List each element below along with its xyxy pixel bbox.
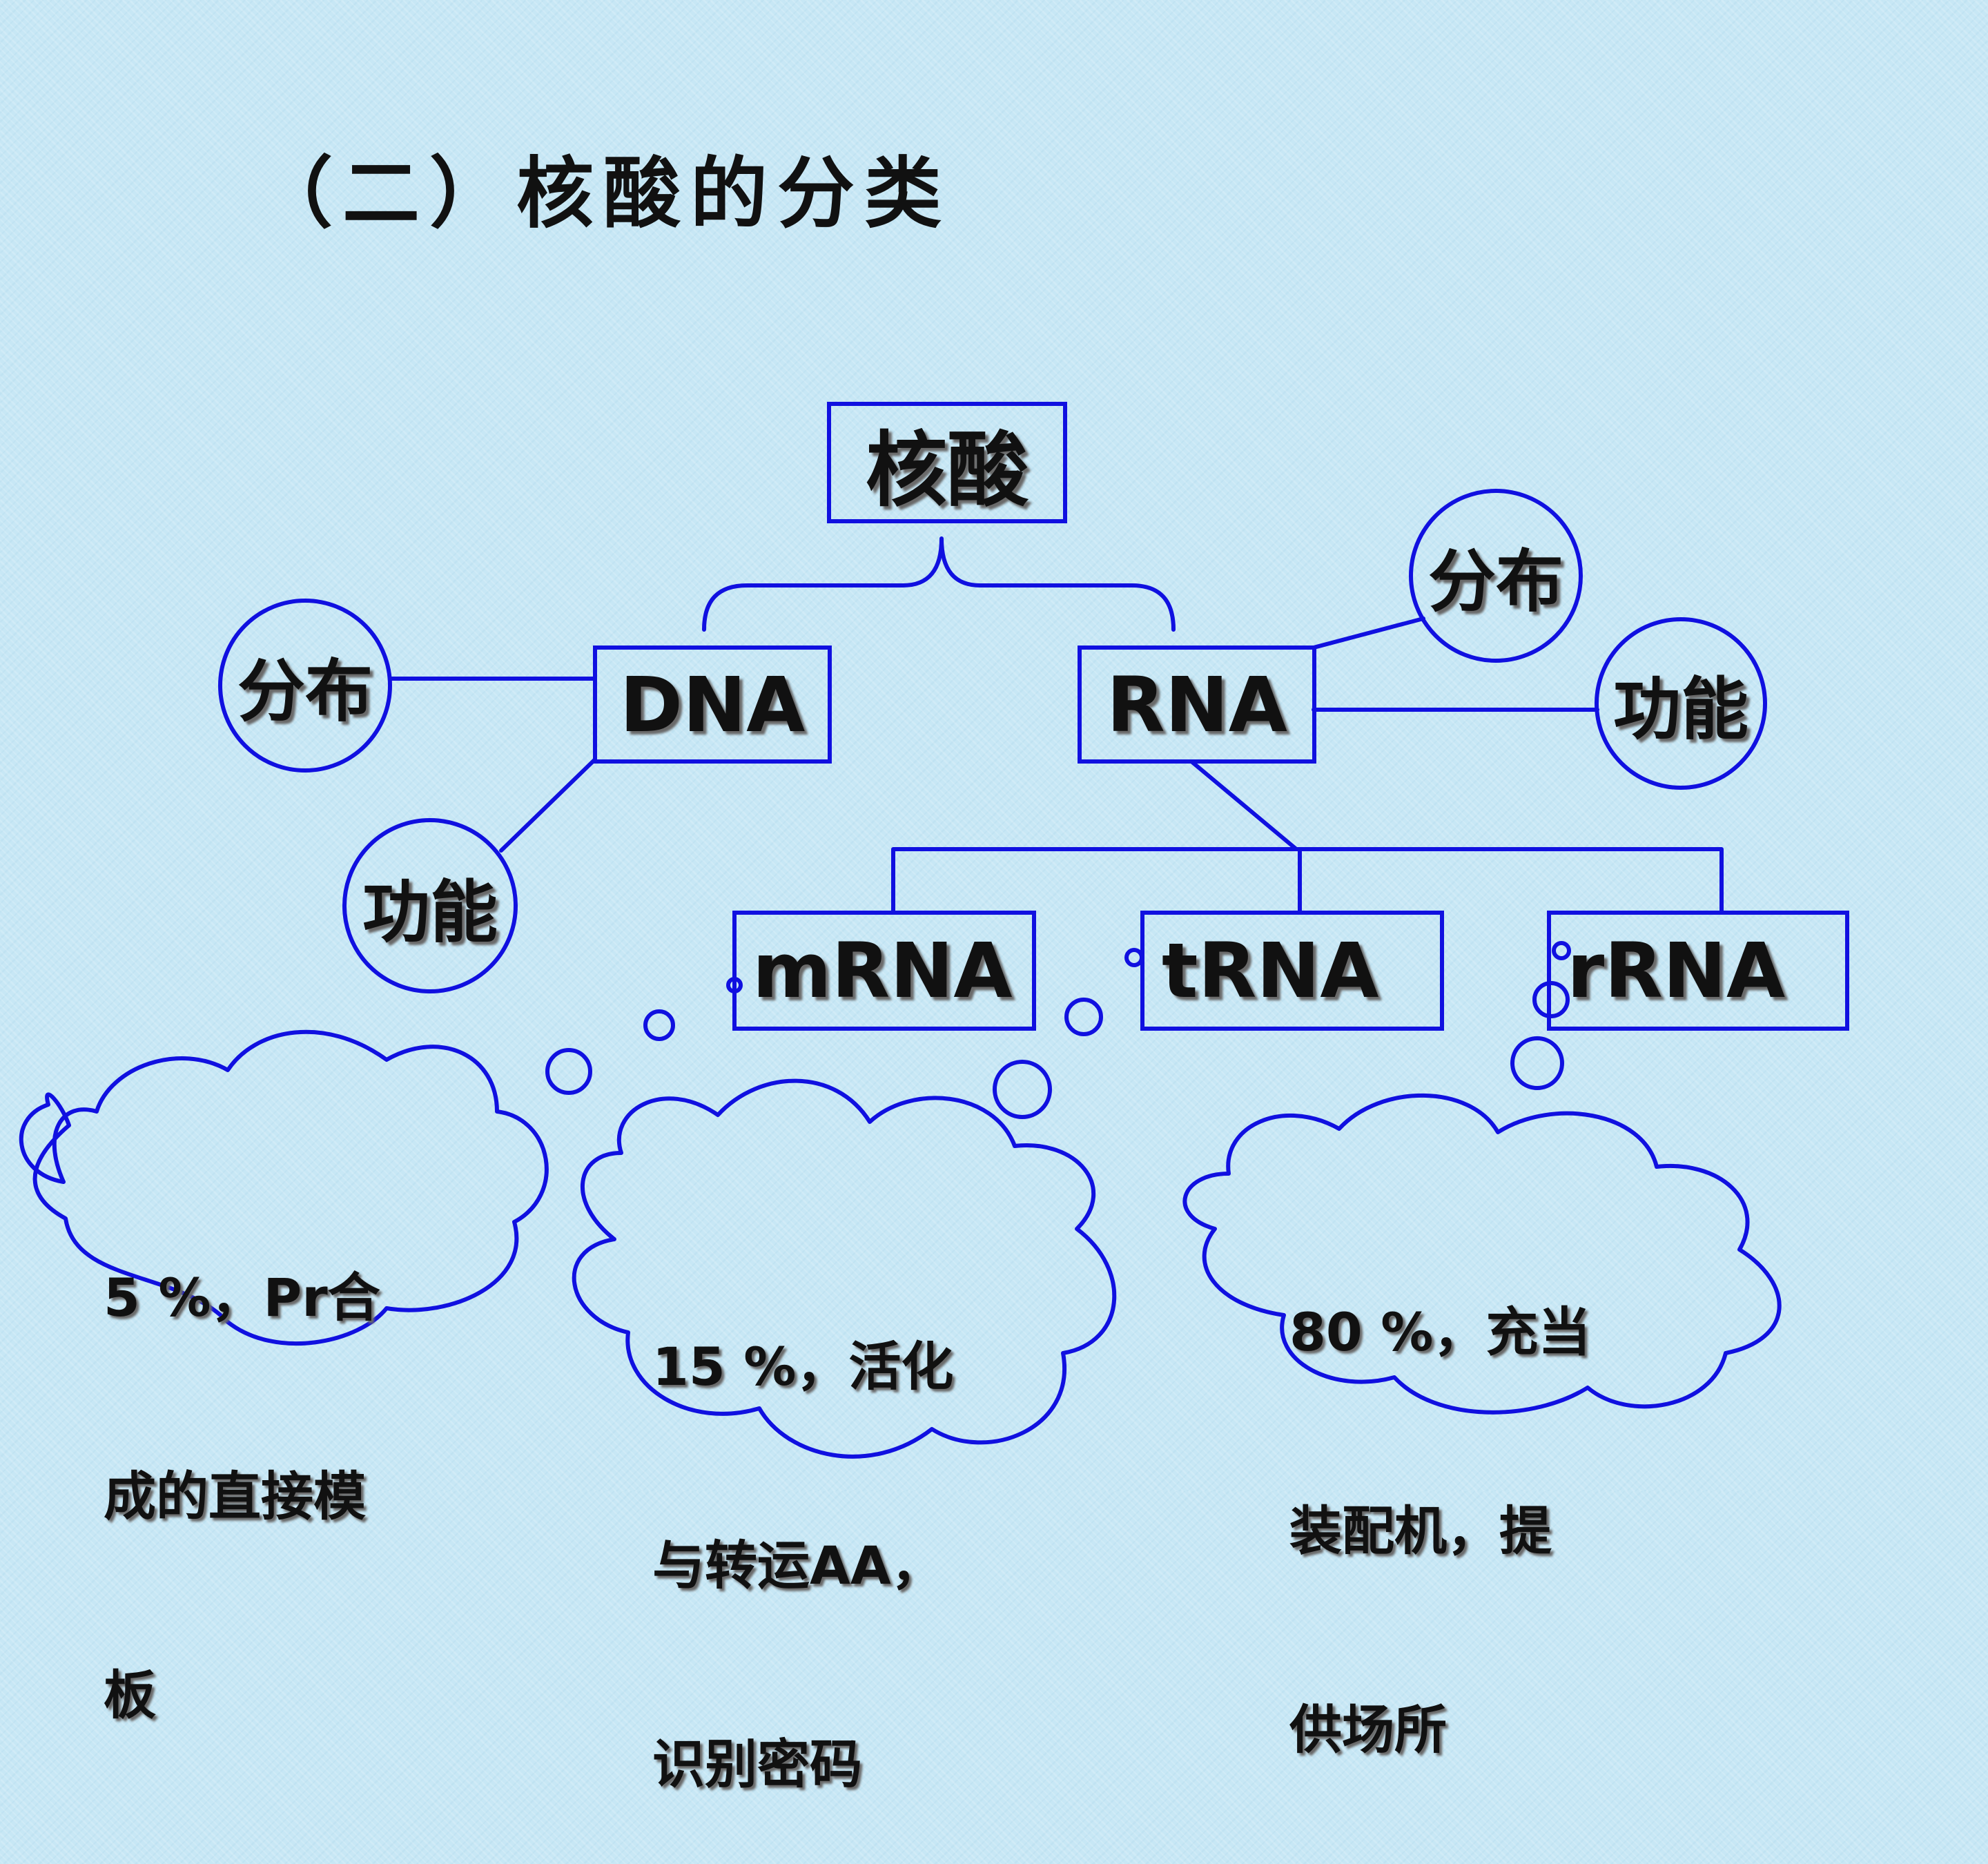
dna-distribution-label: 分布	[237, 652, 373, 731]
root-box	[827, 402, 1067, 523]
dna-box	[593, 645, 832, 764]
rna-function-circle	[1595, 617, 1767, 790]
dna-distribution-circle	[218, 599, 392, 773]
rrna-box	[1547, 911, 1849, 1031]
rna-distribution-label: 分布	[1427, 542, 1563, 621]
bubble-medium	[1064, 998, 1103, 1036]
bubble-small	[726, 977, 743, 993]
page-title: （二）核酸的分类	[255, 148, 951, 239]
rna-distribution-circle	[1409, 489, 1583, 663]
text-line: 识别密码	[652, 1734, 862, 1795]
text-line: 供场所	[1289, 1699, 1447, 1760]
bubble-large	[545, 1048, 592, 1095]
text-line: 5 %，Pr合	[104, 1267, 380, 1328]
dna-function-label: 功能	[362, 873, 498, 952]
trna-box	[1140, 911, 1444, 1031]
rrna-cloud-text: 80 %，充当 装配机，提 供场所	[1289, 1167, 1590, 1829]
trna-label: tRNA	[1162, 926, 1379, 1015]
bubble-large	[1510, 1036, 1564, 1090]
text-line: 成的直接模	[104, 1466, 366, 1527]
rna-label: RNA	[1107, 660, 1287, 749]
text-line: 15 %，活化	[652, 1336, 954, 1397]
trna-cloud-text: 15 %，活化 与转运AA， 识别密码	[652, 1201, 953, 1864]
dna-function-circle	[342, 818, 518, 993]
mrna-cloud-text: 5 %，Pr合 成的直接模 板	[104, 1132, 380, 1795]
text-line: 与转运AA，	[652, 1535, 944, 1596]
dna-label: DNA	[619, 660, 806, 749]
bubble-medium	[1532, 981, 1570, 1018]
classification-diagram	[19, 402, 1849, 1459]
mrna-cloud	[19, 1029, 549, 1346]
rrna-cloud	[1182, 1093, 1782, 1415]
mrna-label: mRNA	[752, 926, 1013, 1015]
bubble-medium	[643, 1009, 675, 1041]
text-line: 装配机，提	[1289, 1500, 1552, 1562]
rna-box	[1078, 645, 1316, 764]
root-label: 核酸	[865, 421, 1029, 518]
trna-cloud	[572, 1078, 1117, 1459]
dna-function-line	[499, 757, 597, 853]
rrna-label: rRNA	[1567, 926, 1786, 1015]
rna-subtype-line	[1189, 759, 1298, 851]
bubble-small	[1552, 941, 1571, 960]
rna-distribution-line	[1312, 617, 1425, 650]
brace-connector	[702, 536, 1176, 632]
rna-function-label: 功能	[1612, 670, 1748, 749]
subtype-bracket	[891, 847, 1724, 915]
mrna-box	[732, 911, 1036, 1031]
text-line: 板	[104, 1664, 156, 1726]
bubble-small	[1124, 948, 1144, 967]
text-line: 80 %，充当	[1289, 1301, 1591, 1363]
bubble-large	[993, 1060, 1052, 1119]
